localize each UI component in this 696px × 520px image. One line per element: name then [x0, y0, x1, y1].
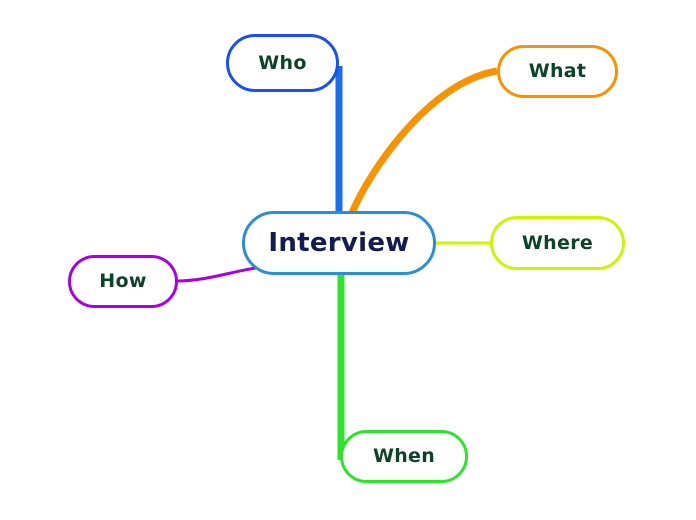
- node-where[interactable]: Where: [490, 216, 625, 270]
- edge-interview-what: [348, 67, 498, 215]
- node-when-label: When: [372, 445, 436, 467]
- node-interview-label: Interview: [268, 228, 410, 258]
- node-interview[interactable]: Interview: [242, 211, 436, 275]
- node-who[interactable]: Who: [226, 34, 339, 92]
- node-where-label: Where: [521, 231, 594, 254]
- node-how[interactable]: How: [68, 255, 178, 308]
- edge-interview-how: [175, 266, 257, 283]
- node-who-label: Who: [258, 51, 307, 74]
- node-what[interactable]: What: [497, 45, 618, 98]
- node-how-label: How: [99, 270, 147, 292]
- node-what-label: What: [528, 60, 587, 82]
- node-when[interactable]: When: [340, 430, 468, 483]
